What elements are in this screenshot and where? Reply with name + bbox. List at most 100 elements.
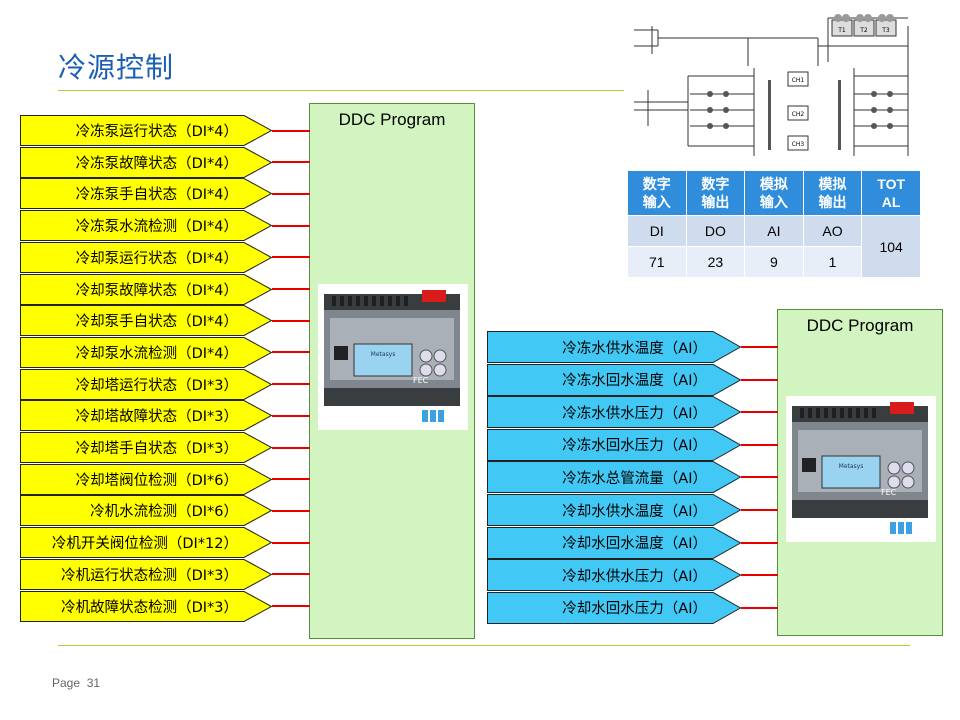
left-signal-wire xyxy=(272,383,310,386)
cell-ai-label: AI xyxy=(744,215,804,247)
left-signal-13: 冷机水流检测（DI*6） xyxy=(20,495,272,526)
left-signal-label: 冷却塔阀位检测（DI*6） xyxy=(75,472,238,489)
schematic-chiller-3-label: CH3 xyxy=(792,141,805,148)
left-signal-16: 冷机故障状态检测（DI*3） xyxy=(20,591,272,622)
left-signal-label: 冷却塔手自状态（DI*3） xyxy=(75,441,238,457)
left-signal-wire xyxy=(272,319,310,322)
header-analog-output: 模拟输出 xyxy=(802,170,863,216)
left-signal-wire xyxy=(272,414,310,417)
right-signal-wire xyxy=(741,574,778,577)
right-signal-9: 冷却水回水压力（AI） xyxy=(487,592,741,624)
left-signal-label: 冷冻泵手自状态（DI*4） xyxy=(75,187,238,204)
right-signal-6: 冷却水供水温度（AI） xyxy=(487,494,741,526)
right-signal-label: 冷冻水总管流量（AI） xyxy=(562,470,707,487)
left-signal-2: 冷冻泵故障状态（DI*4） xyxy=(20,147,272,178)
left-signal-wire xyxy=(272,256,310,259)
left-signal-label: 冷却泵手自状态（DI*4） xyxy=(75,314,238,331)
cell-ao-count: 1 xyxy=(802,246,863,278)
right-signal-wire xyxy=(741,606,778,609)
header-analog-input: 模拟输入 xyxy=(744,170,804,216)
right-signal-wire xyxy=(741,346,778,348)
schematic-tower-2-label: T2 xyxy=(859,27,868,34)
schematic-chiller-1-label: CH1 xyxy=(792,77,805,84)
left-signal-15: 冷机运行状态检测（DI*3） xyxy=(20,559,272,590)
page-footer: Page 31 xyxy=(52,676,100,690)
left-signal-wire xyxy=(272,129,310,132)
left-ddc-label: DDC Program xyxy=(338,110,446,129)
left-signal-wire xyxy=(272,161,310,164)
page-label: Page xyxy=(52,676,81,690)
right-signal-8: 冷却水供水压力（AI） xyxy=(487,559,741,591)
schematic-tower-3-label: T3 xyxy=(881,27,890,34)
cell-total-value: 104 xyxy=(861,215,921,278)
left-signal-8: 冷却泵水流检测（DI*4） xyxy=(20,337,272,368)
left-controller-screen-text: Metasys xyxy=(371,351,396,358)
plant-schematic: CH1 CH2 CH3 T1 T2 T3 xyxy=(634,14,909,156)
left-signal-14: 冷机开关阀位检测（DI*12） xyxy=(20,527,272,558)
left-signal-1: 冷冻泵运行状态（DI*4） xyxy=(20,115,272,146)
left-signal-9: 冷却塔运行状态（DI*3） xyxy=(20,369,272,400)
right-signal-wire xyxy=(741,378,778,381)
header-digital-output: 数字输出 xyxy=(685,170,746,216)
right-signal-label: 冷却水供水压力（AI） xyxy=(562,568,707,585)
left-signal-10: 冷却塔故障状态（DI*3） xyxy=(20,400,272,431)
left-controller-device: Metasys FEC xyxy=(318,284,468,430)
left-signal-label: 冷冻泵水流检测（DI*4） xyxy=(75,219,238,236)
cell-di-label: DI xyxy=(627,215,687,247)
right-signal-4: 冷冻水回水压力（AI） xyxy=(487,429,741,461)
cell-do-label: DO xyxy=(685,215,746,247)
right-signal-label: 冷却水回水温度（AI） xyxy=(562,536,707,553)
left-signal-wire xyxy=(272,541,310,544)
cell-di-count: 71 xyxy=(627,246,687,278)
left-signal-label: 冷却塔故障状态（DI*3） xyxy=(75,409,238,426)
right-signal-5: 冷冻水总管流量（AI） xyxy=(487,461,741,493)
left-signal-3: 冷冻泵手自状态（DI*4） xyxy=(20,178,272,209)
left-signal-4: 冷冻泵水流检测（DI*4） xyxy=(20,210,272,241)
right-signal-wire xyxy=(741,476,778,479)
left-signal-7: 冷却泵手自状态（DI*4） xyxy=(20,305,272,336)
right-ddc-label: DDC Program xyxy=(806,316,914,335)
left-signal-label: 冷机运行状态检测（DI*3） xyxy=(61,567,238,584)
left-signal-wire xyxy=(272,351,310,354)
right-signal-label: 冷却水供水温度（AI） xyxy=(562,503,707,520)
right-controller-device: Metasys FEC xyxy=(786,396,936,542)
page-title: 冷源控制 xyxy=(58,51,175,84)
left-signal-wire xyxy=(272,288,310,290)
left-controller-brand: FEC xyxy=(413,376,429,385)
right-signal-3: 冷冻水供水压力（AI） xyxy=(487,396,741,428)
right-controller-screen-text: Metasys xyxy=(839,463,864,470)
right-signal-label: 冷冻水回水压力（AI） xyxy=(562,438,707,455)
right-controller-brand: FEC xyxy=(881,488,897,497)
schematic-tower-1-label: T1 xyxy=(837,27,846,34)
page-number: 31 xyxy=(86,676,101,690)
right-signal-label: 冷冻水回水温度（AI） xyxy=(562,373,707,390)
footer-divider xyxy=(58,645,910,646)
left-signal-label: 冷却泵运行状态（DI*4） xyxy=(75,250,238,267)
left-signal-wire xyxy=(272,446,310,449)
header-digital-input: 数字输入 xyxy=(627,170,687,216)
right-signal-label: 冷冻水供水压力（AI） xyxy=(562,405,707,422)
left-signal-label: 冷却泵故障状态（DI*4） xyxy=(75,282,238,299)
left-signal-6: 冷却泵故障状态（DI*4） xyxy=(20,274,272,305)
left-signal-label: 冷冻泵运行状态（DI*4） xyxy=(75,124,238,140)
cell-ai-count: 9 xyxy=(744,246,804,278)
right-signal-label: 冷却水回水压力（AI） xyxy=(562,601,707,618)
right-signal-7: 冷却水回水温度（AI） xyxy=(487,527,741,559)
left-signal-wire xyxy=(272,192,310,195)
left-signal-label: 冷机开关阀位检测（DI*12） xyxy=(51,536,238,553)
left-signal-11: 冷却塔手自状态（DI*3） xyxy=(20,432,272,463)
schematic-chiller-2-label: CH2 xyxy=(792,111,805,118)
right-signal-label: 冷冻水供水温度（AI） xyxy=(562,340,707,357)
left-signal-12: 冷却塔阀位检测（DI*6） xyxy=(20,464,272,495)
cell-ao-label: AO xyxy=(802,215,863,247)
left-signal-label: 冷机水流检测（DI*6） xyxy=(90,504,238,521)
right-signal-wire xyxy=(741,509,778,511)
right-signal-wire xyxy=(741,443,778,446)
left-signal-label: 冷却泵水流检测（DI*4） xyxy=(75,345,238,362)
left-signal-5: 冷却泵运行状态（DI*4） xyxy=(20,242,272,273)
title-divider xyxy=(58,90,624,91)
left-signal-label: 冷冻泵故障状态（DI*4） xyxy=(75,155,238,172)
left-signal-wire xyxy=(272,605,310,607)
left-signal-label: 冷机故障状态检测（DI*3） xyxy=(61,599,238,616)
